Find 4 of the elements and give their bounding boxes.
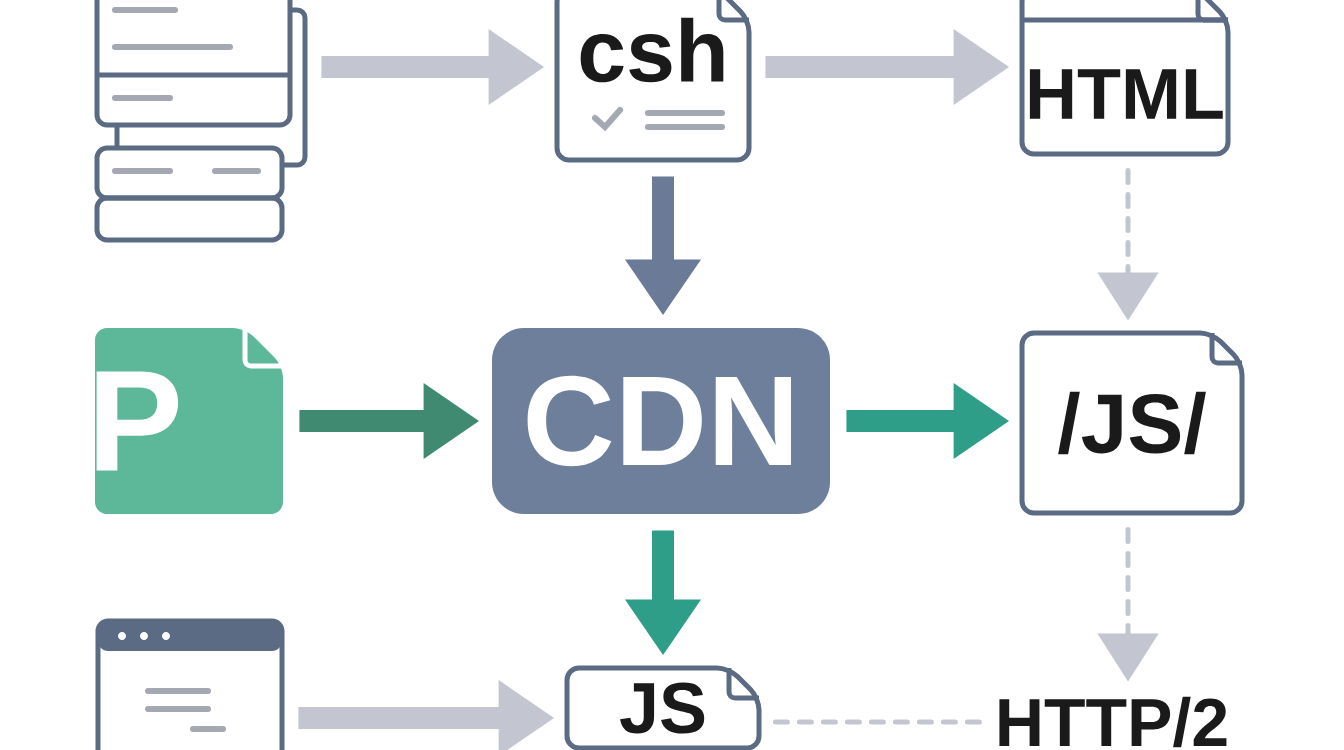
process-box: CDN xyxy=(492,328,830,514)
browser-window-drawing xyxy=(95,618,285,750)
protocol-label: HTTP/2 xyxy=(999,696,1227,748)
server-stack-drawing xyxy=(94,0,308,243)
